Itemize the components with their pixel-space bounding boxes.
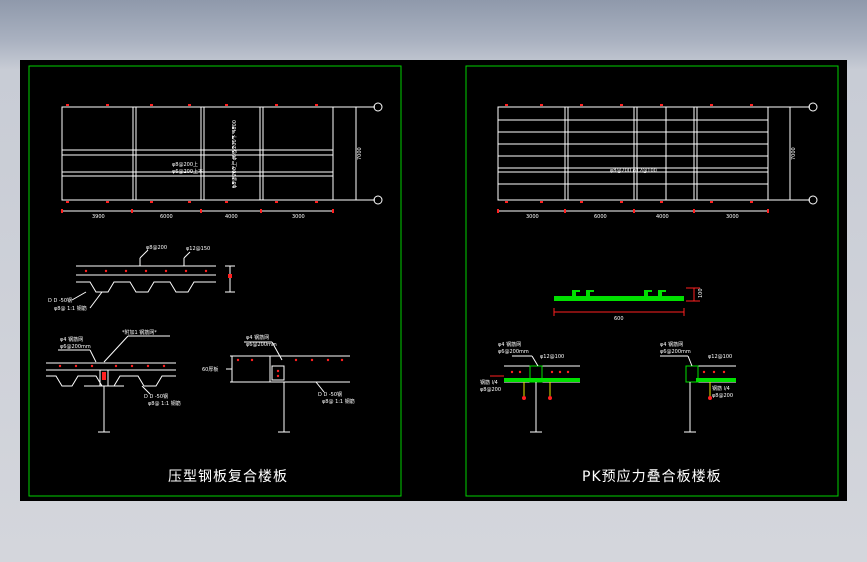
right-plan-note: φ8@200 φ12@100 xyxy=(610,168,657,174)
right-detail-2-note-sub: φ6@200mm xyxy=(660,349,691,355)
left-plan-note-1: φ8@200上 xyxy=(172,161,198,168)
right-slab-dim-bottom: 600 xyxy=(614,316,624,322)
left-panel-title: 压型钢板复合楼板 xyxy=(168,469,288,485)
right-plan-ticks xyxy=(497,104,769,213)
right-plan-dim-right: 7000 xyxy=(791,147,797,160)
right-plan xyxy=(497,102,818,212)
right-plan-dim-1: 3000 xyxy=(526,214,539,220)
drawing-canvas: φ8@200上 φ6@200上不 φ8@200上 φ6@200下 4800 70… xyxy=(20,60,847,501)
left-plan-dim-4: 3000 xyxy=(292,214,305,220)
left-plan-dim-3: 4000 xyxy=(225,214,238,220)
right-detail-2-side-a: 钢筋 l/4 xyxy=(712,385,730,392)
left-detail-2-note-top: φ4 钢筋网 xyxy=(246,334,269,341)
right-detail-2-bars xyxy=(702,370,726,400)
right-plan-dim-3: 4000 xyxy=(656,214,669,220)
left-detail-1-bars xyxy=(58,364,166,380)
left-plan-note-2: φ6@200上不 xyxy=(172,168,203,175)
right-detail-2-note-top: φ4 钢筋网 xyxy=(660,341,683,348)
right-detail-1-note-mid: φ12@100 xyxy=(540,354,564,360)
left-detail-1-note-top: φ4 钢筋网 xyxy=(60,336,83,343)
left-plan-dim-1: 3900 xyxy=(92,214,105,220)
right-detail-2-note-mid: φ12@100 xyxy=(708,354,732,360)
right-detail-1-note-top: φ4 钢筋网 xyxy=(498,341,521,348)
right-detail-1-side-a: 钢筋 l/4 xyxy=(480,379,498,386)
left-plan-dim-right: 7000 xyxy=(357,147,363,160)
cad-drawing: φ8@200上 φ6@200上不 φ8@200上 φ6@200下 4800 70… xyxy=(28,65,839,497)
left-detail-1 xyxy=(46,335,176,433)
right-plan-dim-2: 6000 xyxy=(594,214,607,220)
right-detail-2 xyxy=(660,355,736,433)
left-plan-dim-2: 6000 xyxy=(160,214,173,220)
left-detail-1-dd: D D -50钢 xyxy=(144,393,168,400)
right-slab-dim-right: 100 xyxy=(698,288,704,298)
left-detail-2-bars xyxy=(236,358,344,378)
left-plan-note-vertical: φ8@200上 φ6@200下 4800 xyxy=(231,120,238,188)
left-deck-bars xyxy=(84,269,232,278)
right-slab-section xyxy=(553,287,700,316)
left-detail-2-dd: D D -50钢 xyxy=(318,391,342,398)
right-panel-title: PK预应力叠合板楼板 xyxy=(582,469,722,485)
right-detail-1 xyxy=(490,355,580,433)
left-detail-1-note-sub: φ6@200mm xyxy=(60,344,91,350)
left-detail-2-ss: φ8@ 1:1 钢筋 xyxy=(322,398,355,405)
left-plan-ticks xyxy=(61,104,334,213)
right-detail-1-bars xyxy=(510,370,570,400)
left-section-note-2: φ12@150 xyxy=(186,246,210,252)
right-detail-2-side-b: φ8@200 xyxy=(712,393,733,399)
left-section-ss: φ8@ 1:1 钢筋 xyxy=(54,305,87,312)
left-section-note-1: φ8@200 xyxy=(146,245,167,251)
left-detail-2-note-sub: φ6@200mm xyxy=(246,342,277,348)
left-section-dd: D D -50钢 xyxy=(48,297,72,304)
left-detail-1-ss: φ8@ 1:1 钢筋 xyxy=(148,400,181,407)
left-plan xyxy=(61,102,383,212)
left-detail-2-side-note: 60厚板 xyxy=(202,366,218,373)
right-detail-1-side-b: φ8@200 xyxy=(480,387,501,393)
left-deck-section xyxy=(71,249,235,309)
right-frame xyxy=(465,65,839,497)
left-detail-1-note-mid: *附加1 钢筋网* xyxy=(122,329,157,336)
right-detail-1-note-sub: φ6@200mm xyxy=(498,349,529,355)
left-detail-2 xyxy=(226,341,350,433)
left-frame xyxy=(28,65,402,497)
right-plan-dim-4: 3000 xyxy=(726,214,739,220)
